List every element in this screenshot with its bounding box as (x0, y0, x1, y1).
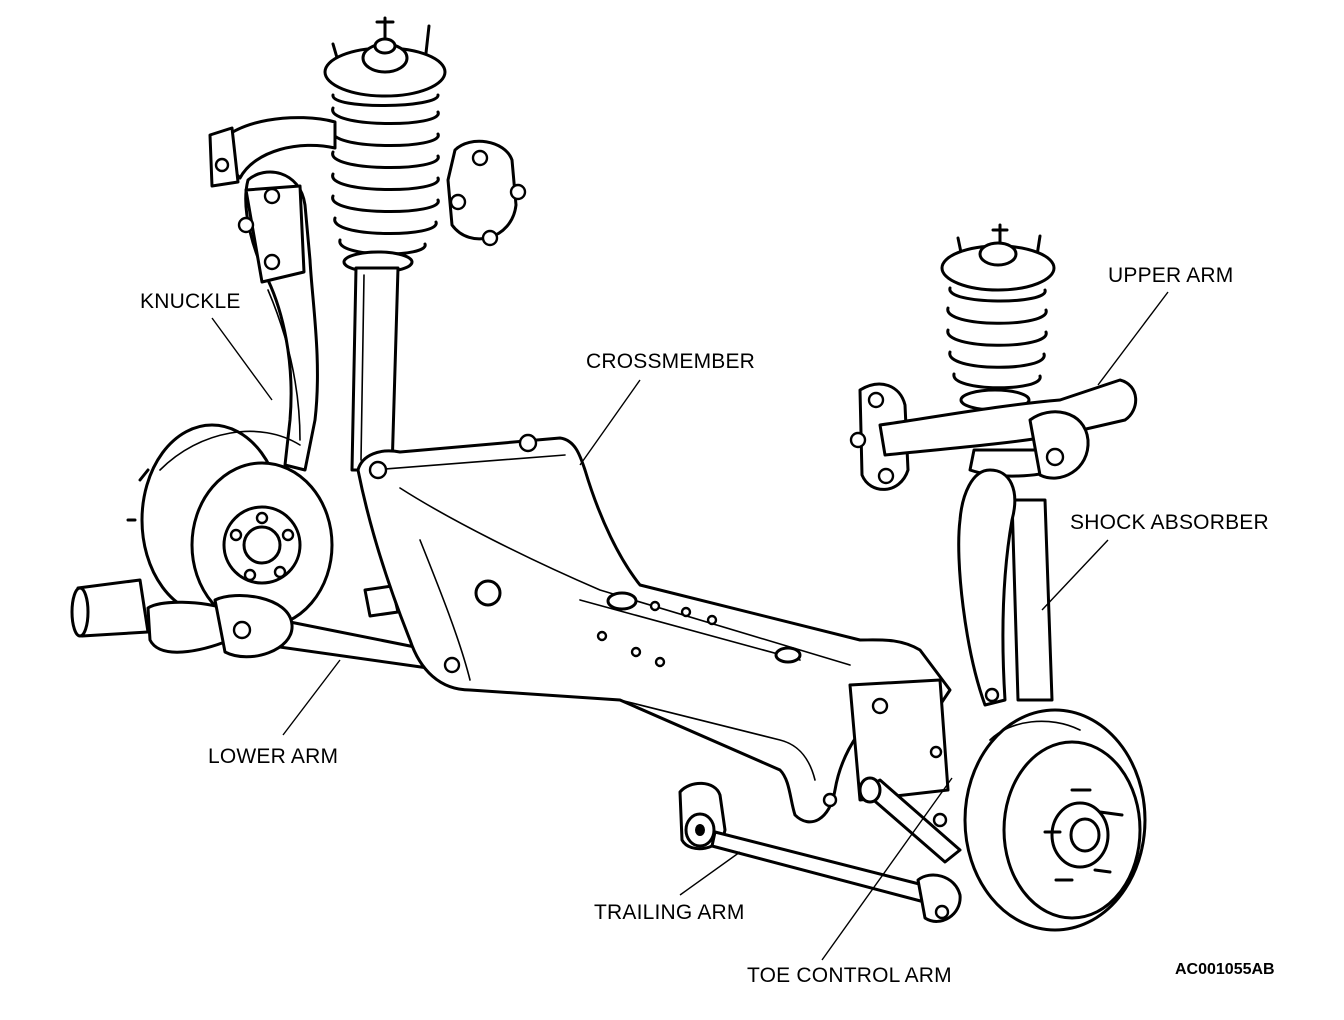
left-hub (126, 423, 334, 629)
left-lower-arm (70, 578, 432, 670)
leader-upper-arm (1097, 291, 1169, 386)
toe-control-arm (858, 776, 962, 864)
left-strut-assembly (323, 16, 447, 472)
right-knuckle (957, 468, 1017, 707)
right-strut-assembly (940, 223, 1057, 702)
label-lower-arm: LOWER ARM (208, 745, 339, 768)
leader-lines (211, 291, 1169, 961)
label-shock-absorber: SHOCK ABSORBER (1070, 511, 1269, 534)
trailing-arm (678, 781, 962, 923)
label-toe-control-arm: TOE CONTROL ARM (747, 964, 952, 987)
right-upper-arm (849, 378, 1138, 491)
label-upper-arm: UPPER ARM (1108, 264, 1234, 287)
label-trailing-arm: TRAILING ARM (594, 901, 745, 924)
leader-knuckle (211, 317, 273, 401)
left-knuckle (237, 170, 319, 472)
figure-code: AC001055AB (1175, 961, 1275, 978)
left-upper-arm (208, 116, 527, 247)
leader-crossmember (579, 379, 641, 466)
label-crossmember: CROSSMEMBER (586, 350, 756, 373)
leader-lower-arm (282, 659, 341, 736)
leader-trailing-arm (679, 851, 741, 896)
leader-toe-control-arm (821, 777, 953, 961)
crossmember (356, 433, 952, 824)
label-knuckle: KNUCKLE (140, 290, 241, 313)
leader-shock-absorber (1041, 539, 1109, 611)
right-brake-drum (963, 708, 1147, 932)
